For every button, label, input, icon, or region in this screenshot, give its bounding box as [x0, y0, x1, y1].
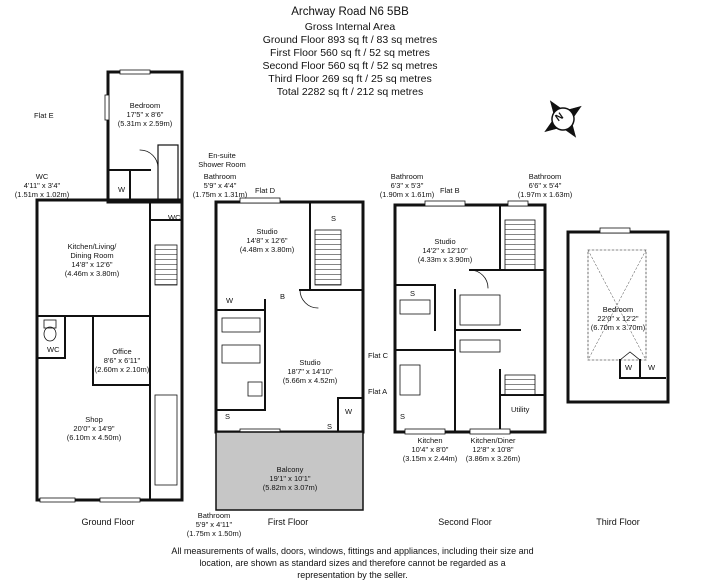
room-label-bathroom-first-bottom: Bathroom 5'9" x 4'11" (1.75m x 1.50m)	[186, 511, 242, 538]
floor-title-third: Third Floor	[596, 517, 640, 527]
room-label-kitchen-living: Kitchen/Living/ Dining Room 14'8" x 12'6…	[64, 242, 120, 278]
room-label-bathroom-first-top: Bathroom 5'9" x 4'4" (1.75m x 1.31m)	[192, 172, 248, 199]
room-label-kitchen-diner: Kitchen/Diner 12'8" x 10'8" (3.86m x 3.2…	[465, 436, 521, 463]
room-label-balcony: Balcony 19'1" x 10'1" (5.82m x 3.07m)	[262, 465, 318, 492]
boiler-mark: B	[280, 292, 286, 301]
room-label-studio-first-bottom: Studio 18'7" x 14'10" (5.66m x 4.52m)	[282, 358, 338, 385]
room-label-bedroom-ground: Bedroom 17'5" x 8'6" (5.31m x 2.59m)	[117, 101, 173, 128]
flat-c-label: Flat C	[368, 351, 389, 360]
room-label-wc-ground: WC 4'11" x 3'4" (1.51m x 1.02m)	[14, 172, 70, 199]
disclaimer: All measurements of walls, doors, window…	[171, 546, 534, 580]
storage-mark-first-bottom: S	[225, 412, 231, 421]
floor-title-ground: Ground Floor	[81, 517, 135, 527]
room-label-kitchen-second: Kitchen 10'4" x 8'0" (3.15m x 2.44m)	[402, 436, 458, 463]
compass-icon	[544, 100, 582, 138]
property-address: Archway Road N6 5BB	[291, 6, 409, 18]
room-label-bathroom-second-left: Bathroom 6'3" x 5'3" (1.90m x 1.61m)	[379, 172, 435, 199]
room-label-office: Office 8'6" x 6'11" (2.60m x 2.10m)	[94, 347, 150, 374]
wardrobe-mark-third-right: W	[648, 363, 656, 372]
storage-mark-second: S	[410, 289, 416, 298]
wc-label-office: WC	[47, 345, 60, 354]
utility-label: Utility	[511, 405, 530, 414]
room-label-shop: Shop 20'0" x 14'9" (6.10m x 4.50m)	[66, 415, 122, 442]
flat-b-label: Flat B	[440, 186, 460, 195]
flat-a-label: Flat A	[368, 387, 388, 396]
wc-label-ground: WC	[168, 213, 181, 222]
area-subtitle: Gross Internal Area	[304, 21, 396, 33]
ground-floor-area: Ground Floor 893 sq ft / 83 sq metres	[262, 34, 438, 46]
room-label-ensuite: En-suite Shower Room	[198, 151, 246, 169]
third-floor-plan	[566, 227, 670, 404]
second-floor-plan	[393, 200, 547, 435]
flat-e-label: Flat E	[34, 111, 54, 120]
second-floor-area: Second Floor 560 sq ft / 52 sq metres	[262, 60, 438, 72]
wardrobe-mark-first: W	[226, 296, 234, 305]
wardrobe-mark-third-left: W	[625, 363, 633, 372]
storage-mark-first: S	[331, 214, 337, 223]
first-floor-plan	[214, 197, 365, 511]
room-label-bathroom-second-right: Bathroom 6'6" x 5'4" (1.97m x 1.63m)	[517, 172, 573, 199]
floor-title-second: Second Floor	[438, 517, 492, 527]
floor-title-first: First Floor	[267, 517, 309, 527]
flat-d-label: Flat D	[255, 186, 276, 195]
storage-mark-first-corner: S	[327, 422, 333, 431]
first-floor-area: First Floor 560 sq ft / 52 sq metres	[270, 47, 430, 59]
room-label-studio-second: Studio 14'2" x 12'10" (4.33m x 3.90m)	[417, 237, 473, 264]
total-area: Total 2282 sq ft / 212 sq metres	[276, 86, 424, 98]
storage-mark-second-kitchen: S	[400, 412, 406, 421]
ground-floor-plan	[35, 69, 184, 503]
room-label-bedroom-third: Bedroom 22'0" x 12'2" (6.70m x 3.70m)	[590, 305, 646, 332]
room-label-studio-first-top: Studio 14'8" x 12'6" (4.48m x 3.80m)	[239, 227, 295, 254]
wardrobe-mark-first-bottom: W	[345, 407, 353, 416]
wardrobe-mark: W	[118, 185, 126, 194]
third-floor-area: Third Floor 269 sq ft / 25 sq metres	[268, 73, 432, 85]
